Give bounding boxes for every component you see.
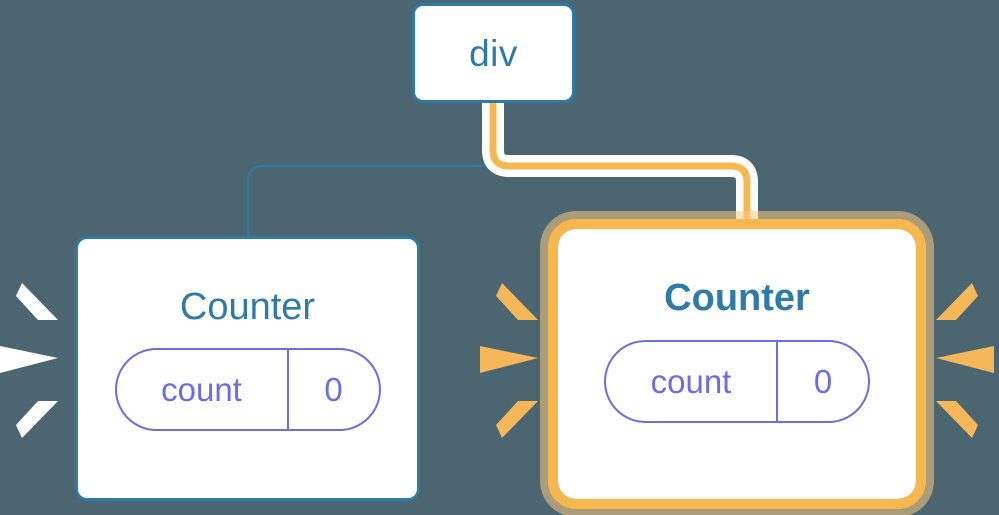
edge-div-to-counter-right bbox=[489, 99, 751, 236]
counter-right-title: Counter bbox=[664, 277, 810, 319]
node-div[interactable]: div bbox=[412, 3, 575, 103]
counter-left-card[interactable]: Counter count 0 bbox=[75, 236, 420, 501]
counter-left-state-pill: count 0 bbox=[114, 348, 381, 431]
counter-left-state-value: 0 bbox=[324, 371, 343, 408]
counter-right-card[interactable]: Counter count 0 bbox=[548, 219, 926, 509]
node-div-label: div bbox=[469, 32, 518, 74]
edge-div-to-counter-left bbox=[246, 101, 495, 238]
counter-right-state-pill: count 0 bbox=[604, 340, 870, 423]
counter-right-state-key: count bbox=[606, 342, 778, 421]
counter-left-state-key: count bbox=[117, 350, 289, 429]
counter-left-title: Counter bbox=[179, 286, 316, 328]
counter-right-state-value: 0 bbox=[813, 363, 833, 400]
